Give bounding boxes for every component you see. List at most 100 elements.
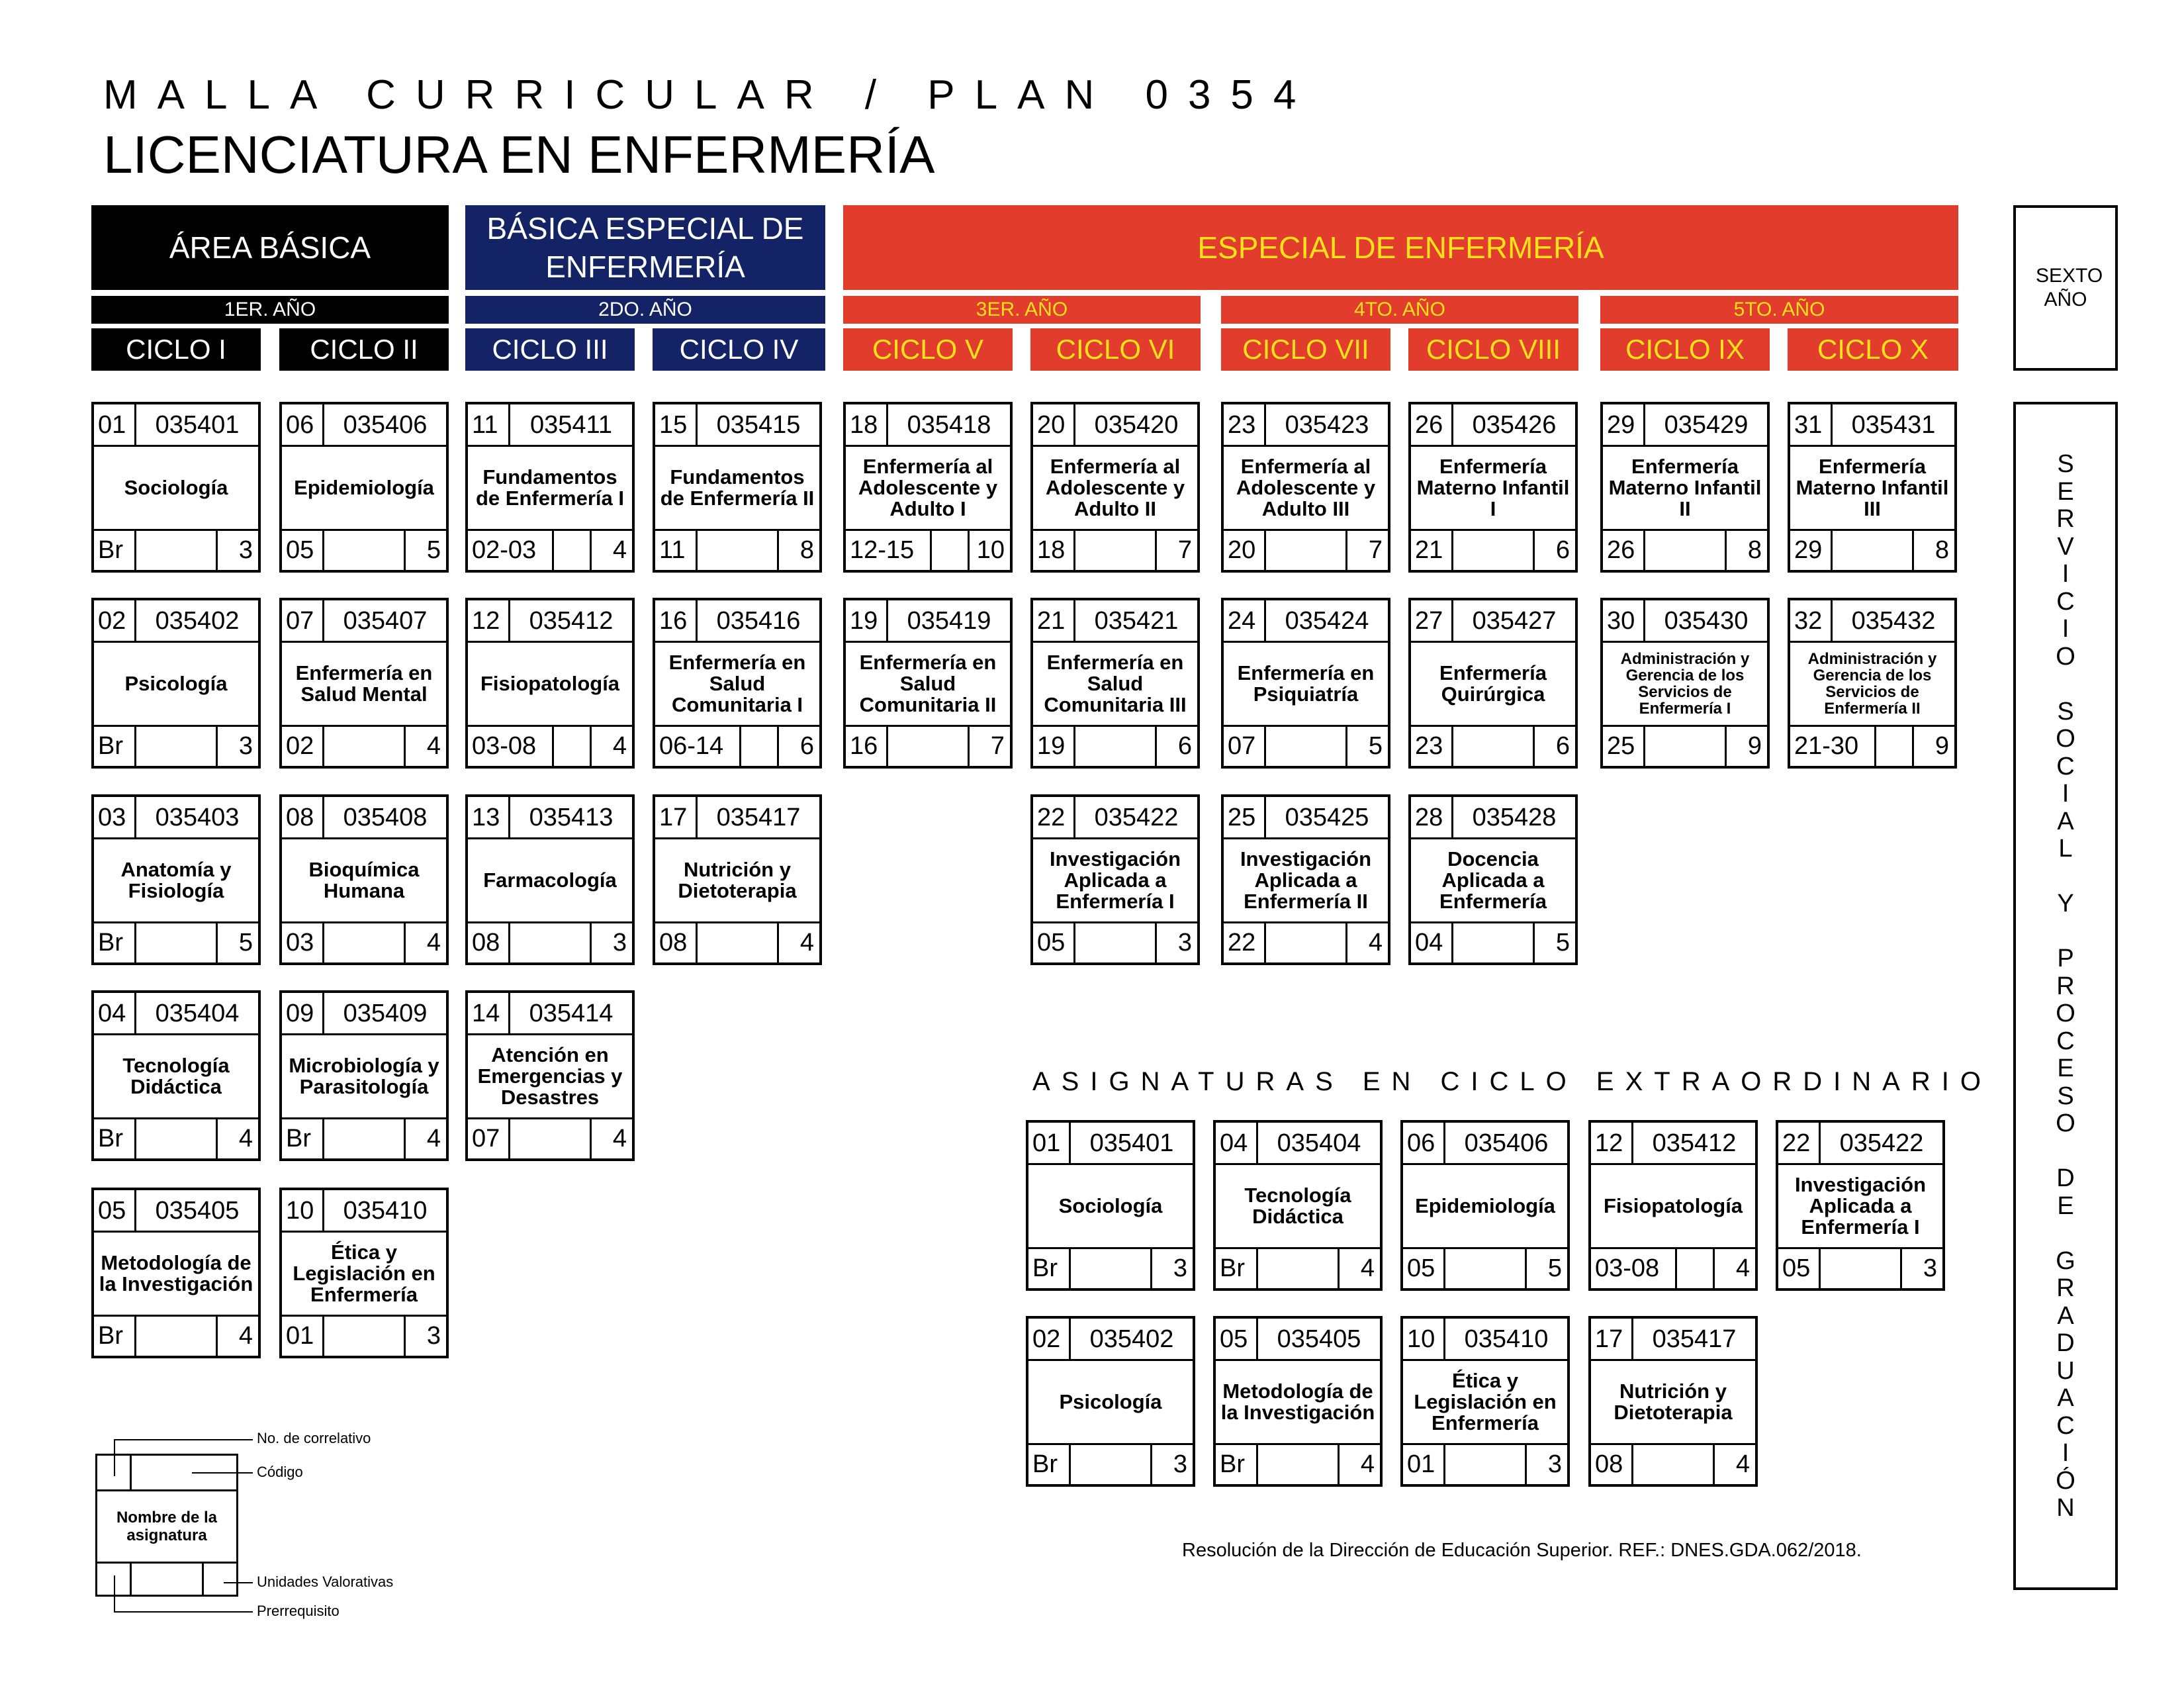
legend-codigo-label: Código [257,1464,303,1480]
legend-line-codigo [192,1472,253,1474]
course-name: Administración y Gerencia de los Servici… [1620,650,1750,718]
course-code: 035420 [1075,404,1197,447]
servicio-letter: I [2062,560,2070,588]
course-name: Tecnología Didáctica [1244,1184,1351,1228]
servicio-letter: G [2056,1246,2075,1275]
servicio-letter: A [2057,1301,2074,1330]
course-blank-cell [1075,725,1155,766]
course-code: 035401 [136,404,258,447]
course-prerequisite: 08 [655,921,698,962]
course-prerequisite: 21-30 [1790,725,1876,766]
course-blank-cell [1821,1247,1900,1288]
course-name: Psicología [124,672,228,695]
course-units: 8 [1912,529,1954,570]
course-number: 20 [1033,404,1075,447]
servicio-letter: A [2057,807,2074,835]
course-code: 035416 [698,600,819,643]
course-blank-cell [136,1117,216,1158]
course-code: 035417 [698,797,819,839]
course-code: 035405 [136,1190,258,1233]
course-blank-cell [324,1117,404,1158]
servicio-letter: V [2057,532,2074,561]
course-prerequisite: 08 [1591,1443,1633,1484]
course-code: 035406 [1445,1123,1567,1165]
course-number: 09 [282,993,324,1035]
servicio-letter: E [2057,477,2074,506]
course-blank-cell [1258,1247,1338,1288]
course-blank-cell [1453,725,1533,766]
course-blank-cell [1075,529,1155,570]
servicio-letter: O [2056,725,2075,753]
course-name: Fundamentos de Enfermería I [476,465,624,510]
servicio-letter [2016,918,2115,946]
course-code: 035413 [510,797,632,839]
cycle-8: CICLO VIII [1408,328,1578,371]
cycle-4: CICLO IV [653,328,825,371]
course-number: 29 [1603,404,1645,447]
course-prerequisite: 23 [1411,725,1453,766]
course-number: 13 [468,797,510,839]
cycle-2: CICLO II [279,328,449,371]
servicio-letter: S [2057,450,2074,478]
course-units: 5 [404,529,446,570]
legend-line-correlativo-h [114,1439,253,1440]
course-units: 4 [590,725,632,766]
course-blank-cell [888,725,968,766]
course-prerequisite: 05 [1403,1247,1445,1288]
course-prerequisite: Br [94,529,136,570]
course-units: 4 [404,725,446,766]
legend-line-uv [224,1582,253,1583]
servicio-letter: D [2056,1164,2075,1192]
course-name: Sociología [124,476,228,499]
course-number: 06 [1403,1123,1445,1165]
servicio-letter: O [2056,1000,2075,1027]
course-name: Psicología [1059,1390,1162,1413]
course-prerequisite: 03-08 [1591,1247,1677,1288]
legend-line-correlativo-v [114,1439,115,1476]
course-blank-cell [554,529,590,570]
course-code: 035414 [510,993,632,1035]
course-number: 14 [468,993,510,1035]
course-prerequisite: Br [282,1117,324,1158]
course-name: Farmacología [483,868,617,892]
course-code: 035417 [1633,1319,1755,1361]
course-prerequisite: 05 [1033,921,1075,962]
course-blank-cell [741,725,777,766]
course-name: Fisiopatología [1603,1194,1743,1217]
course-code: 035410 [1445,1319,1567,1361]
course-blank-cell [1833,529,1912,570]
course-name: Enfermería Quirúrgica [1439,661,1547,706]
course-prerequisite: 05 [282,529,324,570]
servicio-letter: N [2056,1494,2075,1522]
course-units: 4 [1713,1247,1755,1288]
course-blank-cell [1453,529,1533,570]
legend-box: Nombre de la asignatura [95,1454,238,1597]
sexto-ano-label: SEXTO AÑO [2036,265,2103,310]
course-code: 035422 [1821,1123,1942,1165]
course-number: 05 [94,1190,136,1233]
course-blank-cell [1445,1443,1525,1484]
course-name: Enfermería en Salud Comunitaria II [859,651,997,716]
course-prerequisite: Br [94,1315,136,1356]
servicio-letter: I [2062,615,2070,643]
course-code: 035403 [136,797,258,839]
servicio-letter: S [2057,1082,2074,1110]
course-number: 02 [94,600,136,643]
course-number: 24 [1224,600,1266,643]
course-code: 035430 [1645,600,1767,643]
course-blank-cell [324,1315,404,1356]
